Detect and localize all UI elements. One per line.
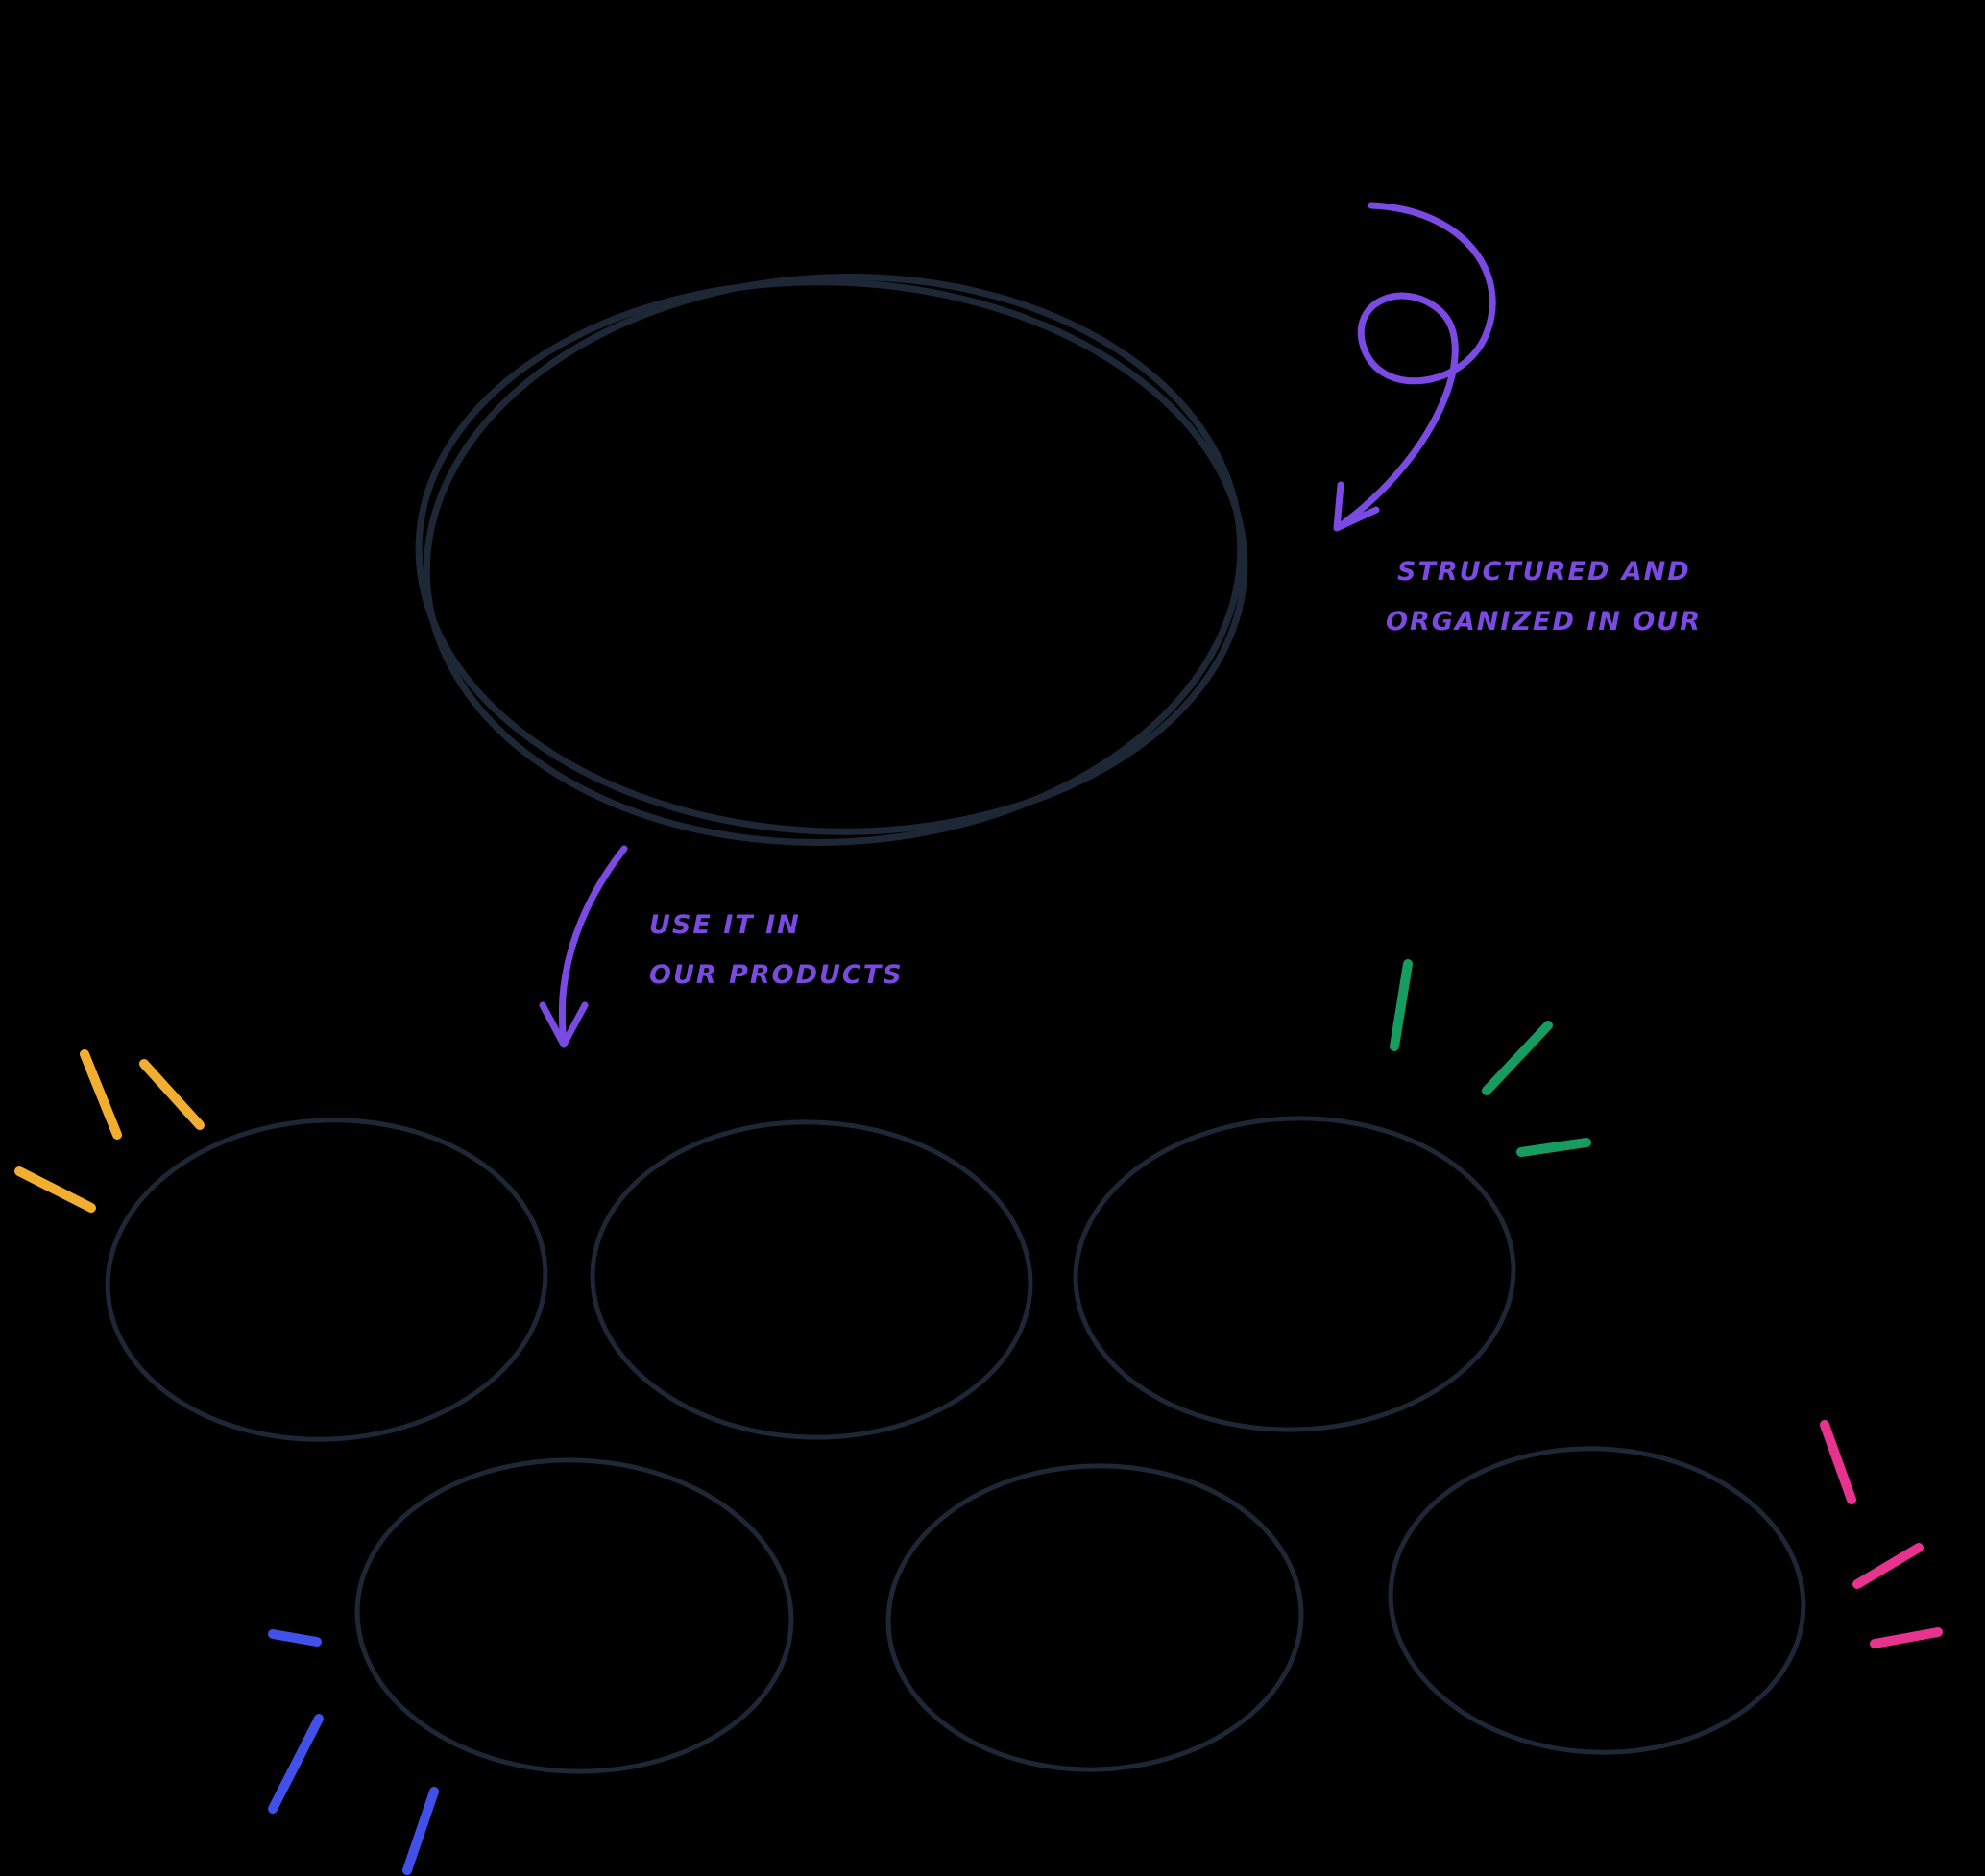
annotation-structured-line2: ORGANIZED IN OUR bbox=[1386, 607, 1702, 637]
main-topic-ellipse[interactable] bbox=[409, 256, 1255, 863]
curved-down-arrow-icon[interactable] bbox=[539, 845, 628, 1048]
annotation-use-it-line1: USE IT IN bbox=[649, 910, 801, 940]
yellow-sparkle-rays[interactable] bbox=[14, 1049, 205, 1213]
product-ellipse-2[interactable] bbox=[587, 1115, 1035, 1445]
product-ellipse-4[interactable] bbox=[351, 1453, 796, 1779]
annotation-use-it-line2: OUR PRODUCTS bbox=[649, 960, 904, 990]
blue-sparkle-rays[interactable] bbox=[268, 1629, 439, 1875]
annotation-use-it[interactable]: USE IT IN OUR PRODUCTS bbox=[649, 901, 904, 1000]
product-ellipse-6[interactable] bbox=[1383, 1438, 1811, 1763]
product-ellipse-5[interactable] bbox=[884, 1459, 1307, 1777]
product-ellipse-1[interactable] bbox=[100, 1109, 554, 1450]
green-sparkle-rays[interactable] bbox=[1390, 959, 1591, 1157]
pink-sparkle-rays[interactable] bbox=[1820, 1420, 1943, 1648]
product-ellipse-3[interactable] bbox=[1070, 1111, 1518, 1437]
curly-arrow-icon[interactable] bbox=[1333, 202, 1496, 532]
annotation-structured-line1: STRUCTURED AND bbox=[1397, 557, 1691, 587]
annotation-structured[interactable]: STRUCTURED AND ORGANIZED IN OUR bbox=[1386, 547, 1702, 647]
